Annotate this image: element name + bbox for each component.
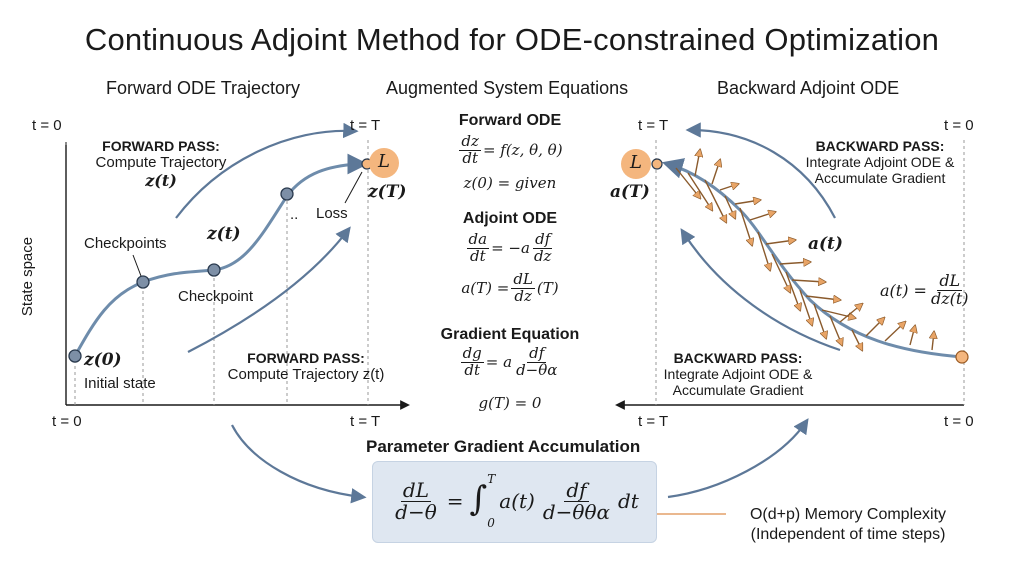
forward-trajectory-curve [73,162,358,357]
forward-ode-init: z(0) = given [463,174,557,192]
backward-pass-label-1: BACKWARD PASS: Integrate Adjoint ODE & A… [805,138,955,186]
L-right: L [630,152,642,173]
loss-circle-left [369,148,399,178]
node-checkpoint-3 [280,187,294,201]
loss-circle-right [621,149,651,179]
checkpoints-label: Checkpoints [84,235,167,252]
memory-complexity: O(d+p) Memory Complexity (Independent of… [749,506,947,543]
checkpoint-label: Checkpoint [178,288,254,305]
node-z0 [68,349,82,363]
node-checkpoint-1 [136,275,150,289]
forward-t0-top: t = 0 [32,117,62,134]
page-title: Continuous Adjoint Method for ODE-constr… [84,22,940,57]
z-t-label: z(t) [207,224,241,244]
node-checkpoint-2 [207,263,221,277]
node-aT [651,158,663,170]
forward-tT-bottom: t = T [350,413,381,430]
backward-t0-bottom: t = 0 [944,413,974,430]
backward-pass-arrow-top [685,122,836,219]
forward-pass-label-2: FORWARD PASS: Compute Trajectory z(t) [227,350,385,383]
backward-dashed-guides [655,140,965,405]
loss-label: Loss [316,205,348,222]
gradient-eq-title: Gradient Equation [440,326,580,343]
adjoint-ode-title: Adjoint ODE [462,210,558,227]
backward-t0-top: t = 0 [944,117,974,134]
z-0-label: z(0) [84,350,122,370]
L-left: L [378,151,390,172]
backward-trajectory-curve [661,158,963,359]
backward-tT-top: t = T [638,117,669,134]
node-a0 [955,350,969,364]
initial-state-label: Initial state [84,375,156,392]
flow-arrow-from-formula [667,418,809,499]
header-augmented: Augmented System Equations [386,78,629,98]
forward-t0-bottom: t = 0 [52,413,82,430]
forward-pass-label-1: FORWARD PASS: Compute Trajectory z(t) [95,138,227,190]
flow-arrow-to-formula [231,424,367,504]
adjoint-vectors [675,150,934,350]
param-grad-title: Parameter Gradient Accumulation [366,437,641,456]
forward-pass-arrow-top [175,122,359,219]
forward-tT-top: t = T [350,117,381,134]
backward-pass-label-2: BACKWARD PASS: Integrate Adjoint ODE & A… [663,350,813,398]
ellipsis-label: .. [290,206,299,223]
backward-tT-bottom: t = T [638,413,669,430]
a-t-label: a(t) [808,234,843,254]
a-T-label: a(T) [610,182,650,202]
z-T-label: z(T) [368,182,407,202]
header-forward: Forward ODE Trajectory [106,78,301,98]
backward-pass-arrow-bottom [680,228,841,352]
gradient-init: g(T) = 0 [478,394,542,412]
param-grad-box [372,461,657,543]
y-axis-label: State space [19,236,37,317]
header-backward: Backward Adjoint ODE [717,78,900,98]
forward-pass-arrow-bottom [187,226,351,353]
forward-ode-title: Forward ODE [458,112,562,129]
